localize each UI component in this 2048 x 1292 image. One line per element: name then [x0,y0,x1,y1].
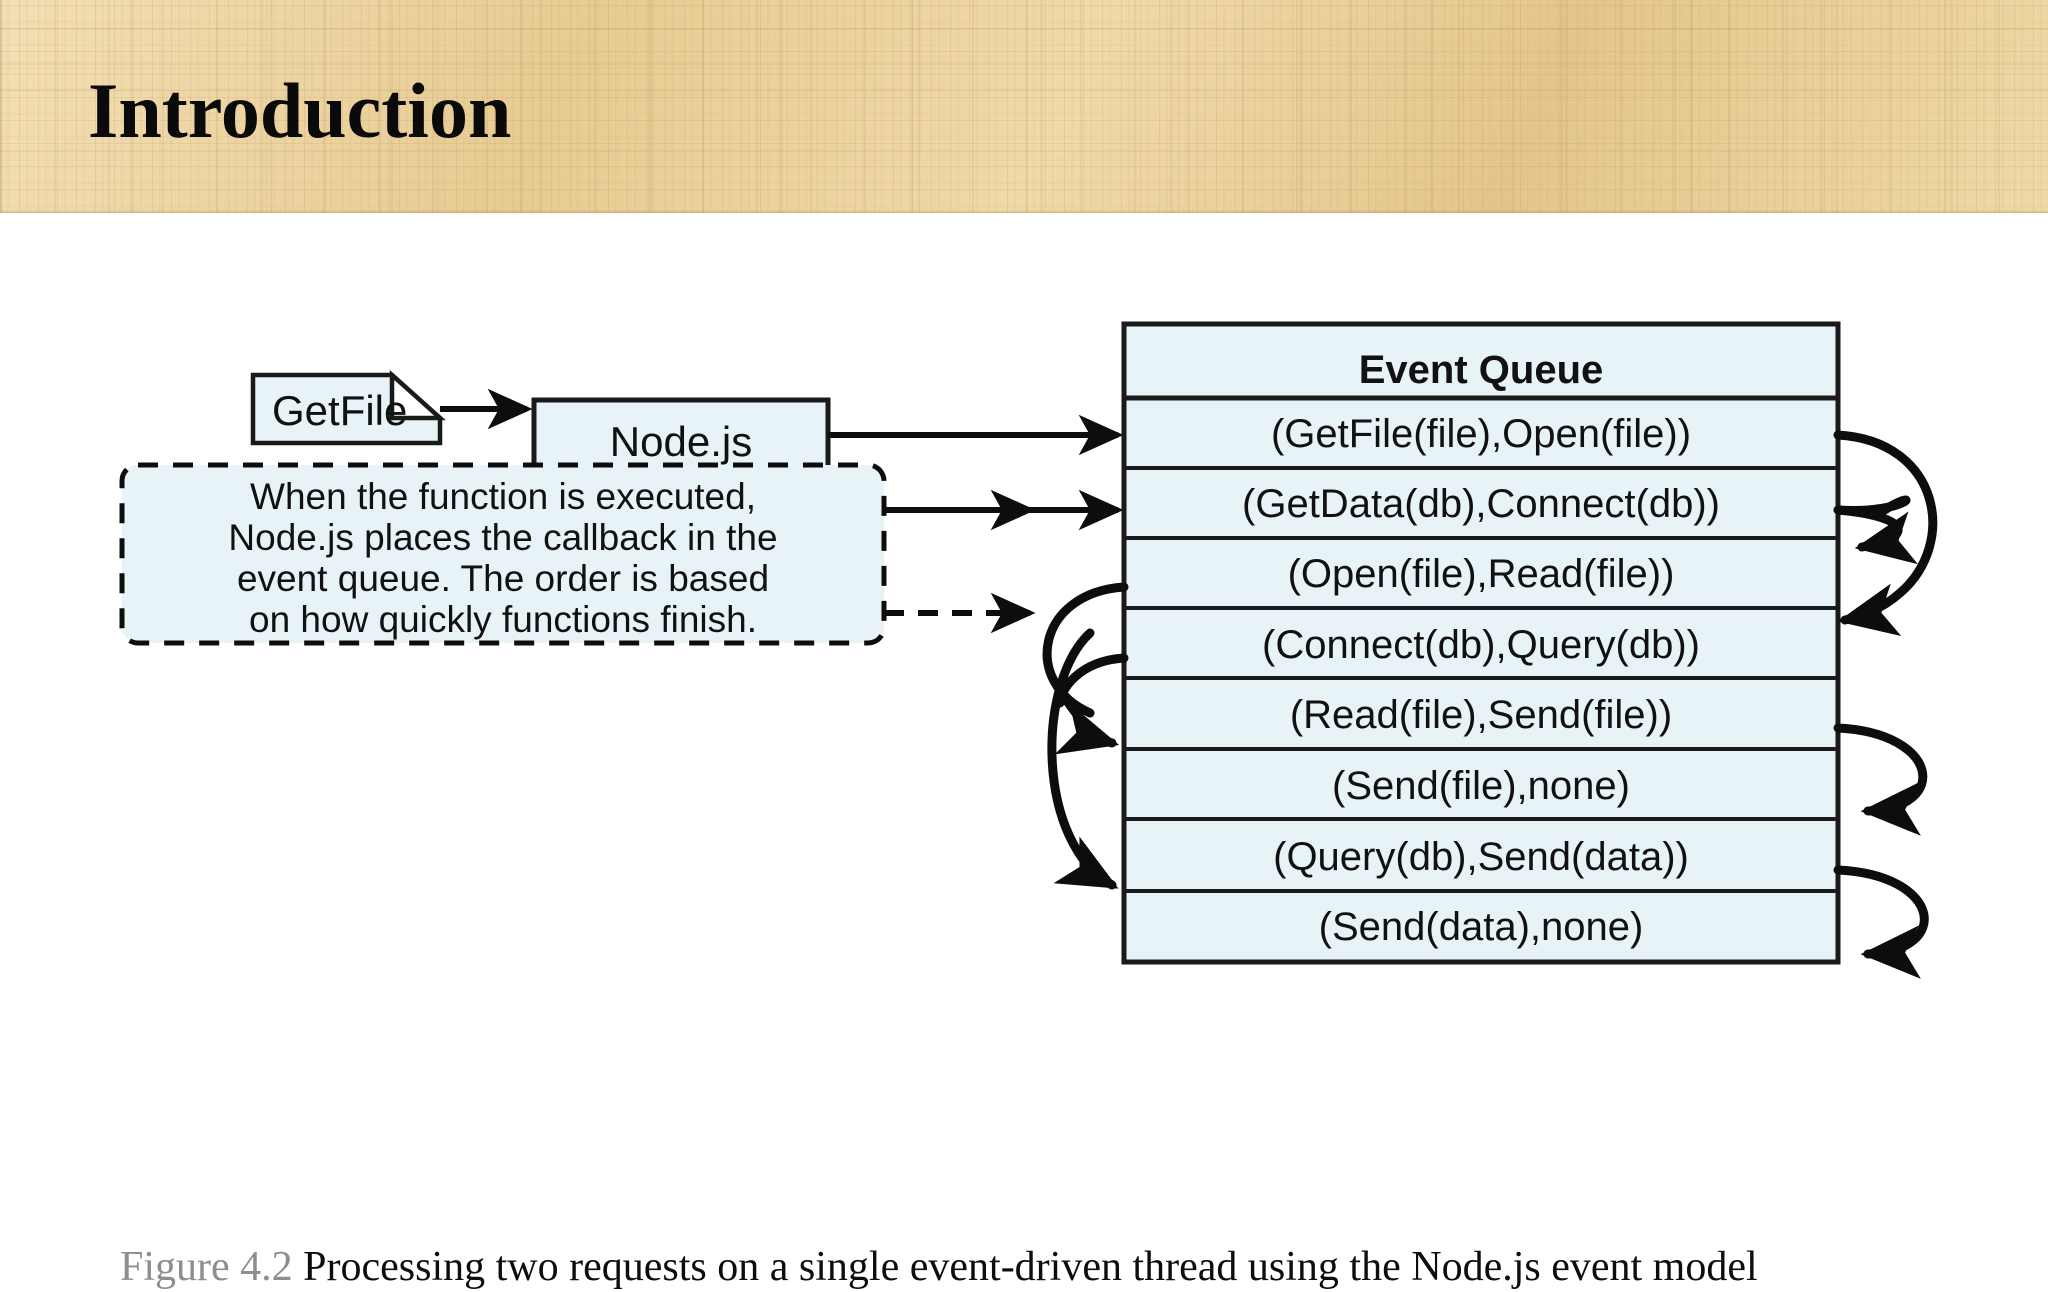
event-queue-row: (GetFile(file),Open(file)) [1271,412,1691,456]
figure-caption: Figure 4.2 Processing two requests on a … [120,1243,2000,1292]
figure-container: GetFile GetData Node.js Application When… [0,213,2048,1290]
slide-header-banner: Introduction [0,0,2048,213]
event-queue-row: (GetData(db),Connect(db)) [1242,482,1720,526]
document-fold-getfile [389,369,446,421]
event-queue-outline [1121,321,1841,965]
callout-line-1: When the function is executed, [250,476,756,517]
callout-box: When the function is executed, Node.js p… [119,462,887,646]
callout-line-2: Node.js places the callback in the [228,517,777,558]
callout-box-rect [119,462,887,646]
caption-figure-number: Figure 4.2 [120,1244,293,1290]
event-queue-row: (Open(file),Read(file)) [1288,552,1675,596]
curve-row1-to-row4 [1833,430,1938,637]
request-document-getfile: GetFile [250,369,446,446]
application-label-line1: Node.js [610,418,752,465]
event-queue-row: (Read(file),Send(file)) [1290,693,1672,737]
event-queue-row: (Query(db),Send(data)) [1273,835,1689,879]
curve-row2-to-row3 [1833,505,1918,565]
caption-body: Processing two requests on a single even… [292,1244,1758,1290]
request-label-getfile: GetFile [272,387,407,434]
event-queue-table: Event Queue (GetFile(file),Open(file)) (… [1121,321,1841,965]
curve-row5-to-row6 [1833,723,1928,836]
event-queue-title: Event Queue [1359,348,1604,392]
event-queue-diagram: GetFile GetData Node.js Application When… [119,321,1938,979]
event-queue-row: (Connect(db),Query(db)) [1262,623,1700,667]
callout-line-3: event queue. The order is based [237,558,769,599]
page-title: Introduction [88,67,512,154]
curve-left-row3-to-row5 [1054,686,1120,755]
curve-left-row4-to-row7 [1047,628,1119,890]
event-queue-row: (Send(file),none) [1332,764,1630,808]
event-queue-row: (Send(data),none) [1319,905,1644,949]
callout-line-4: on how quickly functions finish. [249,599,757,640]
curve-row7-to-row8 [1833,865,1929,979]
